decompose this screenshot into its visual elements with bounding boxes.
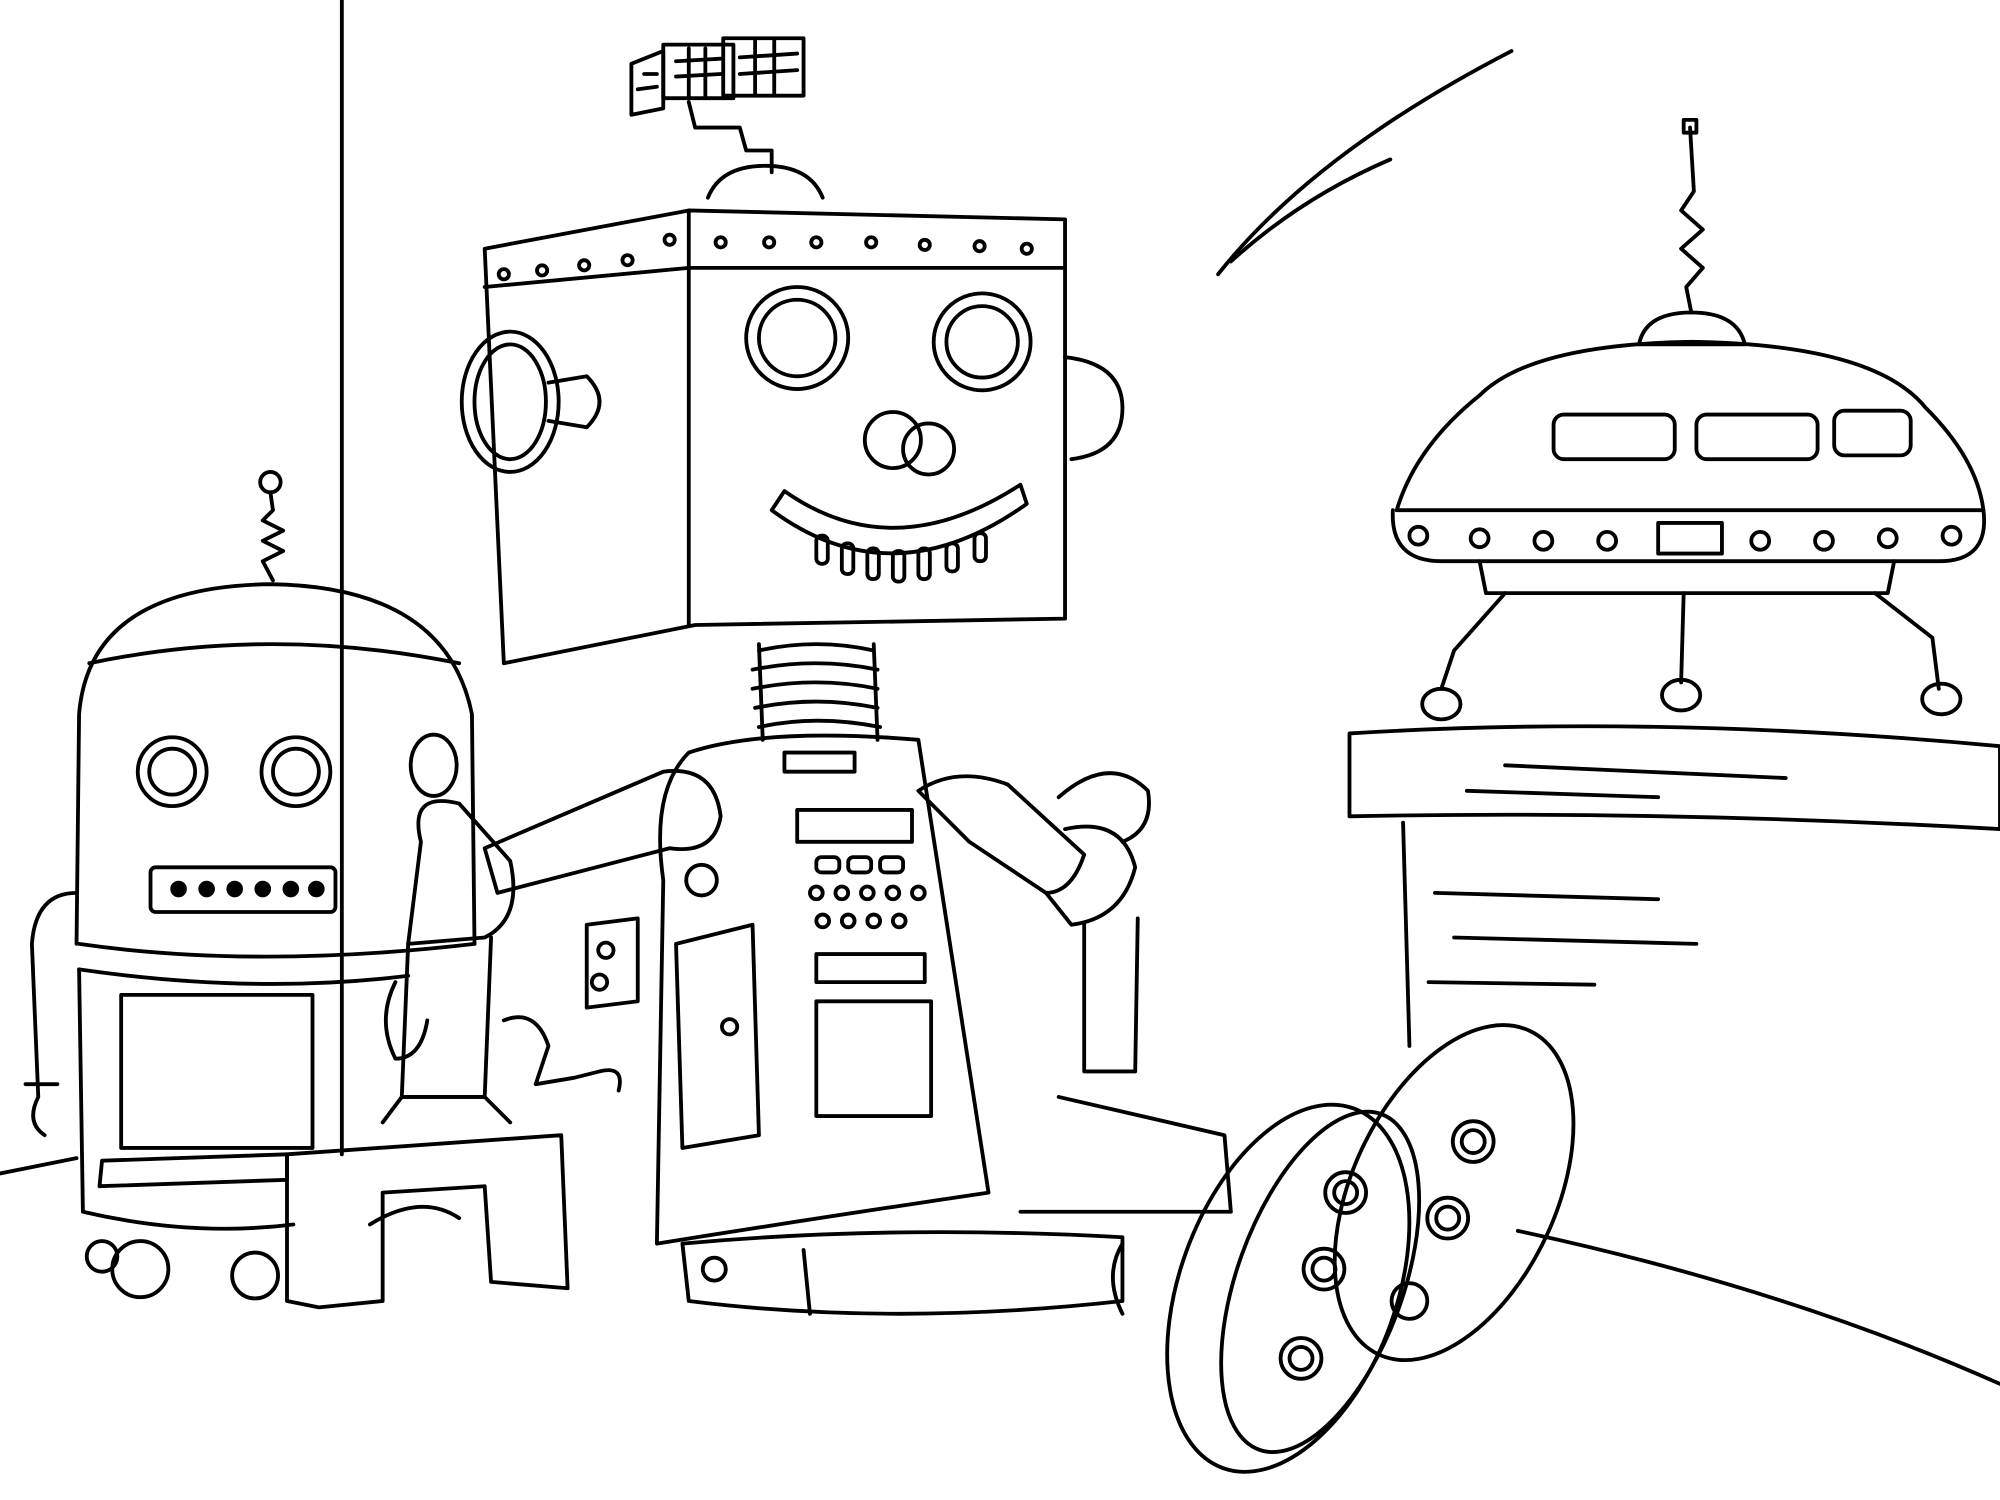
foot-left [1165, 1102, 1422, 1474]
spring-neck [750, 642, 883, 729]
right-eye [931, 291, 1033, 393]
motion-line [1228, 157, 1393, 264]
saucer-lights [1407, 521, 1963, 556]
table [1347, 724, 2000, 1048]
antenna [1679, 125, 1705, 315]
left-floor-line [0, 1156, 79, 1176]
ear-speaker [459, 329, 561, 474]
flying-saucer-toy [1390, 117, 1987, 722]
square-head-robot [285, 36, 1576, 1474]
left-eye [744, 285, 851, 391]
motion-line [1216, 49, 1514, 277]
claw-hand [406, 799, 516, 946]
right-floor-line [1515, 1228, 2000, 1386]
small-dome-robot [23, 470, 477, 1301]
control-buttons [808, 855, 927, 930]
room-background [0, 0, 2000, 1386]
mouth-dots [170, 880, 325, 898]
mouth [769, 482, 1029, 556]
nose [862, 410, 923, 471]
torso [654, 733, 991, 1246]
wind-up-key [584, 916, 640, 1010]
solar-panel-antenna [629, 36, 806, 175]
foot-right [1332, 1023, 1576, 1363]
rivets [496, 232, 1034, 282]
teeth [814, 531, 988, 584]
